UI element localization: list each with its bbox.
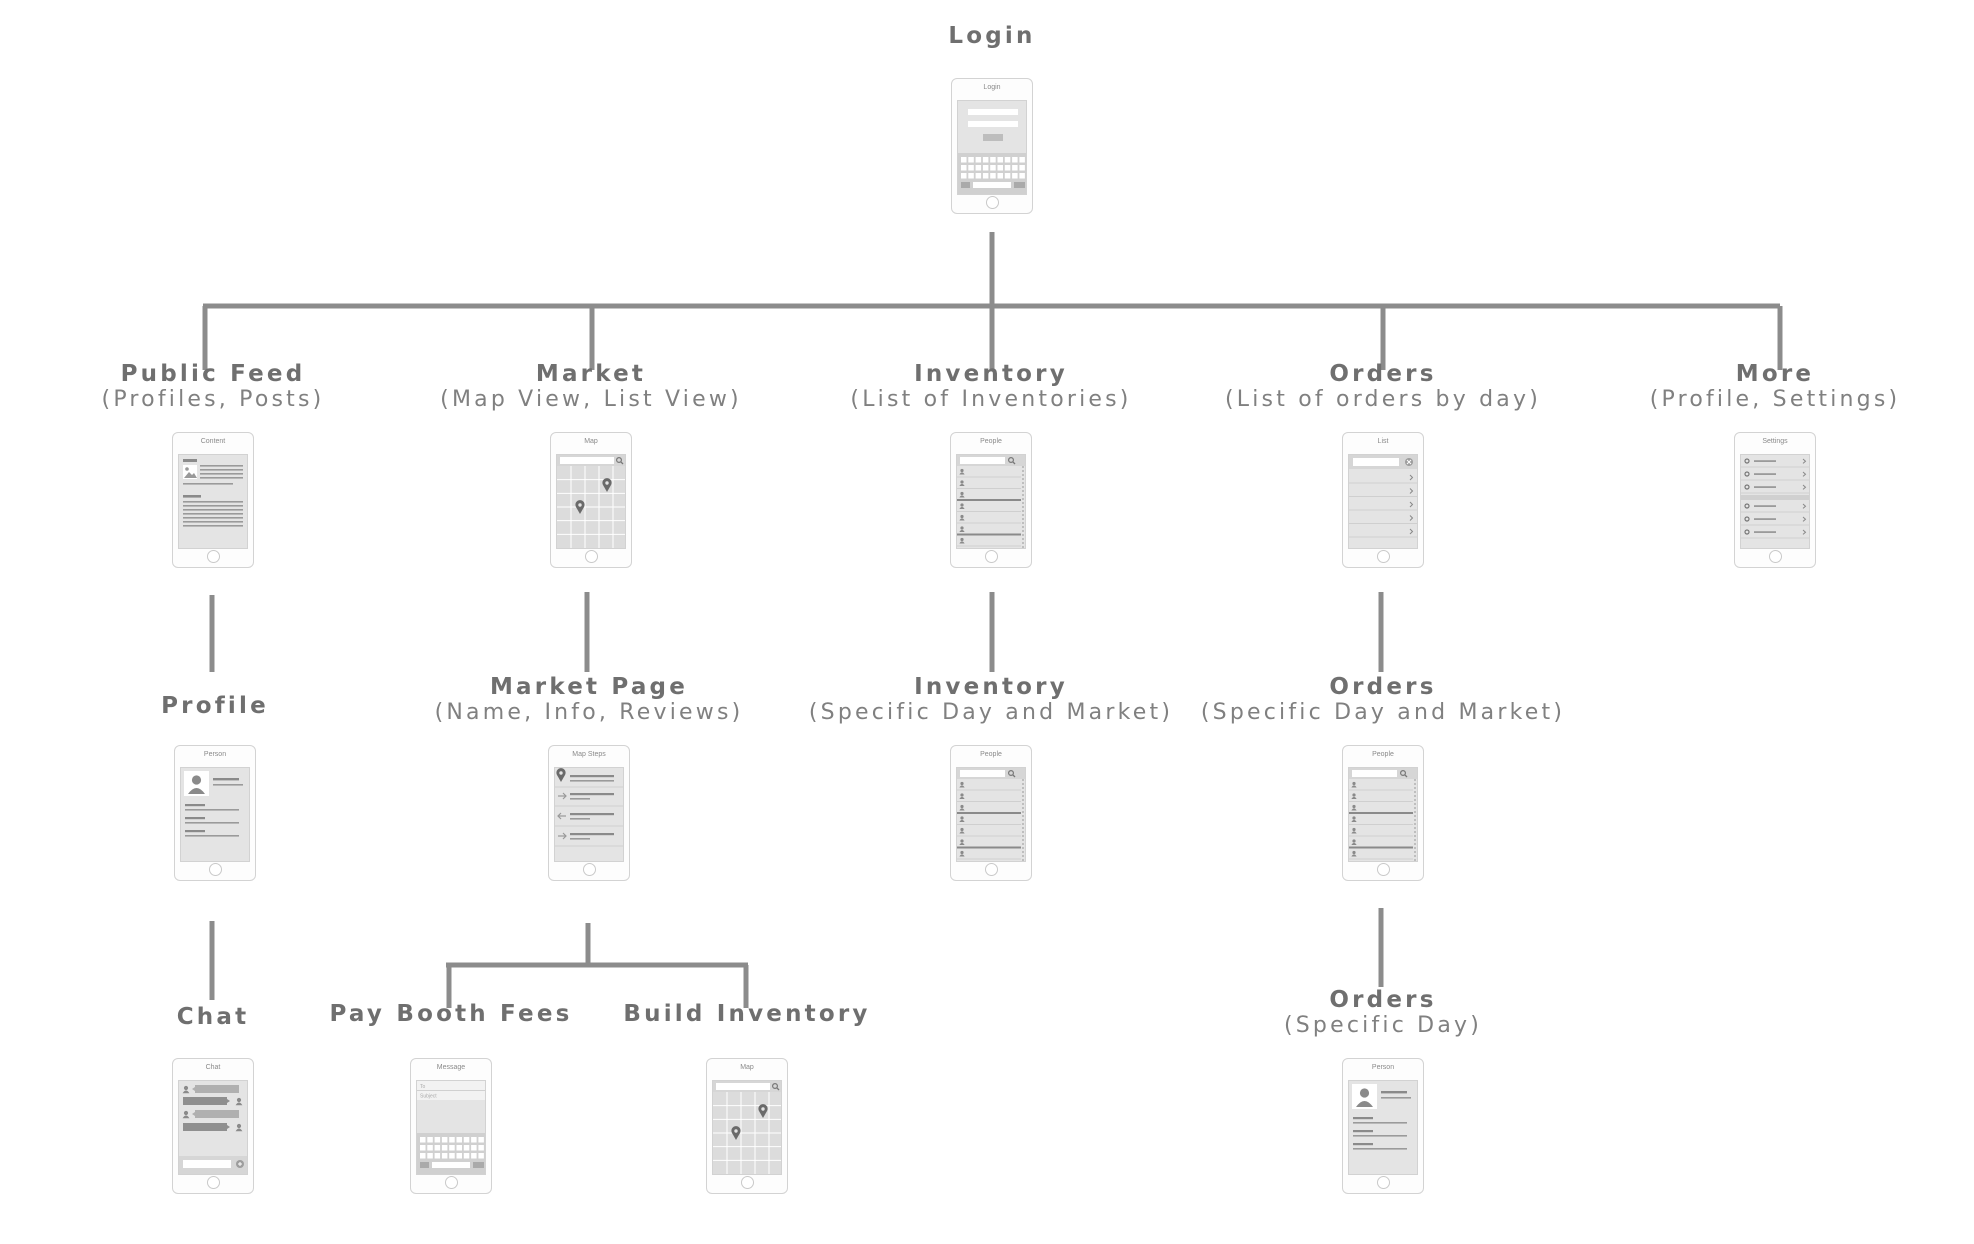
screen-list-mock (1348, 454, 1418, 549)
phone-wireframe-orders-day-market: People (1342, 745, 1424, 881)
screen-label: People (980, 751, 1002, 758)
home-button-icon (445, 1176, 458, 1189)
screen-label: Map (740, 1064, 754, 1071)
node-subtitle: (Profile, Settings) (1649, 387, 1901, 412)
phone-wireframe-inventory: People (950, 432, 1032, 568)
phone-wireframe-public-feed: Content (172, 432, 254, 568)
phone-wireframe-chat: Chat (172, 1058, 254, 1194)
node-title: Orders (1329, 987, 1437, 1013)
node-subtitle: (List of Inventories) (850, 387, 1132, 412)
screen-label: Content (200, 438, 226, 445)
home-button-icon (1377, 1176, 1390, 1189)
screen-person-mock (180, 767, 250, 862)
node-profile: Profile (0, 693, 465, 719)
node-orders-day-market: Orders(Specific Day and Market) (1133, 674, 1633, 726)
node-orders-day: Orders(Specific Day) (1133, 987, 1633, 1039)
node-more: More(Profile, Settings) (1525, 361, 1974, 413)
node-title: More (1735, 361, 1815, 387)
node-subtitle: (Profiles, Posts) (101, 387, 325, 412)
node-title: Build Inventory (623, 1001, 871, 1027)
phone-wireframe-profile: Person (174, 745, 256, 881)
home-button-icon (585, 550, 598, 563)
node-subtitle: (Specific Day and Market) (1200, 700, 1566, 725)
screen-settings-mock (1740, 454, 1810, 549)
phone-wireframe-orders: List (1342, 432, 1424, 568)
screen-login-mock (957, 100, 1027, 195)
home-button-icon (583, 863, 596, 876)
screen-label: Settings (1762, 438, 1788, 445)
home-button-icon (985, 863, 998, 876)
screen-person-mock (1348, 1080, 1418, 1175)
node-subtitle: (Specific Day and Market) (808, 700, 1174, 725)
screen-people-mock (956, 454, 1026, 549)
screen-content-mock (178, 454, 248, 549)
screen-label: Login (983, 84, 1001, 91)
screen-map-mock (712, 1080, 782, 1175)
node-pay-booth-fees: Pay Booth Fees (201, 1001, 701, 1027)
node-title: Inventory (914, 674, 1068, 700)
home-button-icon (1377, 863, 1390, 876)
screen-people-mock (956, 767, 1026, 862)
phone-wireframe-orders-day: Person (1342, 1058, 1424, 1194)
node-login: Login (742, 23, 1242, 49)
home-button-icon (985, 550, 998, 563)
node-title: Chat (176, 1004, 250, 1030)
phone-wireframe-market: Map (550, 432, 632, 568)
phone-wireframe-inventory-day: People (950, 745, 1032, 881)
message-to-label: To (420, 1084, 426, 1090)
node-inventory-day: Inventory(Specific Day and Market) (741, 674, 1241, 726)
screen-label: People (980, 438, 1002, 445)
node-title: Market Page (489, 674, 689, 700)
node-chat: Chat (0, 1004, 463, 1030)
node-title: Login (948, 23, 1036, 49)
screen-map-mock (556, 454, 626, 549)
screen-label: Map (584, 438, 598, 445)
node-title: Inventory (914, 361, 1068, 387)
screen-label: Person (203, 751, 227, 758)
home-button-icon (986, 196, 999, 209)
screen-label: Person (1371, 1064, 1395, 1071)
node-build-inventory: Build Inventory (497, 1001, 997, 1027)
node-title: Orders (1329, 361, 1437, 387)
phone-wireframe-market-page: Map Steps (548, 745, 630, 881)
node-inventory: Inventory(List of Inventories) (741, 361, 1241, 413)
screen-label: List (1377, 438, 1389, 445)
node-title: Orders (1329, 674, 1437, 700)
node-title: Pay Booth Fees (329, 1001, 573, 1027)
home-button-icon (1769, 550, 1782, 563)
screen-label: Message (436, 1064, 466, 1071)
node-subtitle: (List of orders by day) (1225, 387, 1541, 412)
node-market-page: Market Page(Name, Info, Reviews) (339, 674, 839, 726)
phone-wireframe-build-inventory: Map (706, 1058, 788, 1194)
home-button-icon (207, 1176, 220, 1189)
screen-label: People (1372, 751, 1394, 758)
home-button-icon (209, 863, 222, 876)
home-button-icon (207, 550, 220, 563)
node-orders: Orders(List of orders by day) (1133, 361, 1633, 413)
screen-people-mock (1348, 767, 1418, 862)
screen-mapsteps-mock (554, 767, 624, 862)
screen-label: Chat (205, 1064, 221, 1071)
node-subtitle: (Map View, List View) (440, 387, 742, 412)
home-button-icon (1377, 550, 1390, 563)
screen-chat-mock (178, 1080, 248, 1175)
home-button-icon (741, 1176, 754, 1189)
node-title: Public Feed (120, 361, 306, 387)
screen-label: Map Steps (572, 751, 606, 758)
node-title: Profile (161, 693, 269, 719)
phone-wireframe-more: Settings (1734, 432, 1816, 568)
node-subtitle: (Specific Day) (1283, 1013, 1483, 1038)
message-subject-label: Subject (420, 1094, 437, 1100)
node-market: Market(Map View, List View) (341, 361, 841, 413)
node-subtitle: (Name, Info, Reviews) (434, 700, 744, 725)
node-public-feed: Public Feed(Profiles, Posts) (0, 361, 463, 413)
node-title: Market (535, 361, 647, 387)
phone-wireframe-login: Login (951, 78, 1033, 214)
